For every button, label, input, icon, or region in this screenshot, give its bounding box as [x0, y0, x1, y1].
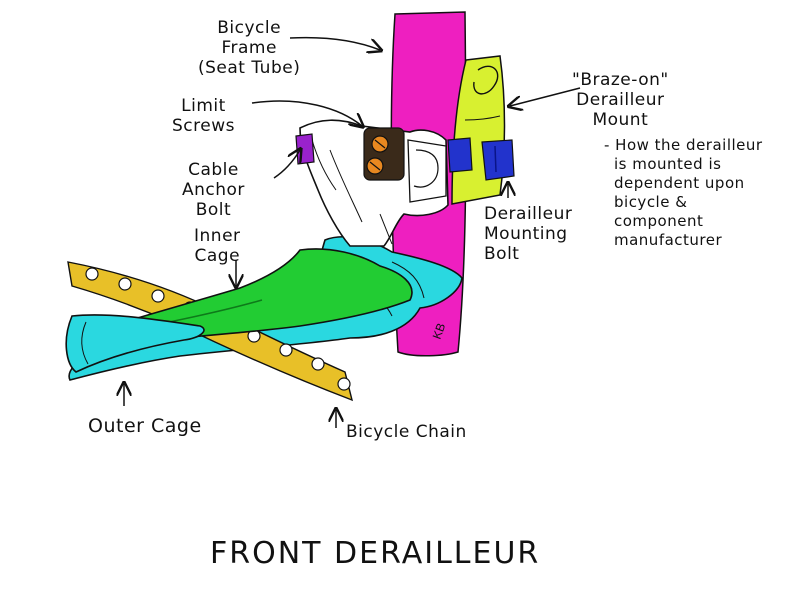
label-mounting-bolt-line1: Derailleur: [484, 204, 572, 224]
limit-screws: [364, 128, 404, 180]
label-bicycle-chain: Bicycle Chain: [346, 422, 467, 442]
label-limit-screws-line2: Screws: [172, 116, 235, 136]
label-inner-cage-line1: Inner: [194, 226, 241, 246]
label-seat-tube-line3: (Seat Tube): [198, 58, 300, 78]
label-cable-anchor-line1: Cable: [182, 160, 245, 180]
cable-anchor-bolt: [296, 134, 314, 164]
label-braze-on-line1: "Braze-on": [572, 70, 669, 90]
label-braze-on-line2: Derailleur: [572, 90, 669, 110]
label-bicycle-chain-text: Bicycle Chain: [346, 422, 467, 442]
label-outer-cage: Outer Cage: [88, 416, 202, 436]
label-braze-on-line3: Mount: [572, 110, 669, 130]
diagram-title: FRONT DERAILLEUR: [210, 536, 540, 571]
note-line2: is mounted is: [604, 155, 763, 174]
note-line6: manufacturer: [604, 231, 763, 250]
note-line5: component: [604, 212, 763, 231]
note-line3: dependent upon: [604, 174, 763, 193]
note-line1: - How the derailleur: [604, 136, 763, 155]
label-inner-cage: Inner Cage: [194, 226, 241, 266]
label-mounting-bolt-line3: Bolt: [484, 244, 572, 264]
label-cable-anchor-line3: Bolt: [182, 200, 245, 220]
label-outer-cage-text: Outer Cage: [88, 416, 202, 436]
label-braze-on-mount: "Braze-on" Derailleur Mount: [572, 70, 669, 130]
label-mounting-note: - How the derailleur is mounted is depen…: [604, 136, 763, 250]
label-inner-cage-line2: Cage: [194, 246, 241, 266]
label-cable-anchor-line2: Anchor: [182, 180, 245, 200]
label-seat-tube-line2: Frame: [198, 38, 300, 58]
label-mounting-bolt: Derailleur Mounting Bolt: [484, 204, 572, 264]
label-limit-screws-line1: Limit: [172, 96, 235, 116]
label-limit-screws: Limit Screws: [172, 96, 235, 136]
label-cable-anchor-bolt: Cable Anchor Bolt: [182, 160, 245, 220]
note-line4: bicycle &: [604, 193, 763, 212]
label-mounting-bolt-line2: Mounting: [484, 224, 572, 244]
label-seat-tube: Bicycle Frame (Seat Tube): [198, 18, 300, 78]
label-seat-tube-line1: Bicycle: [198, 18, 300, 38]
